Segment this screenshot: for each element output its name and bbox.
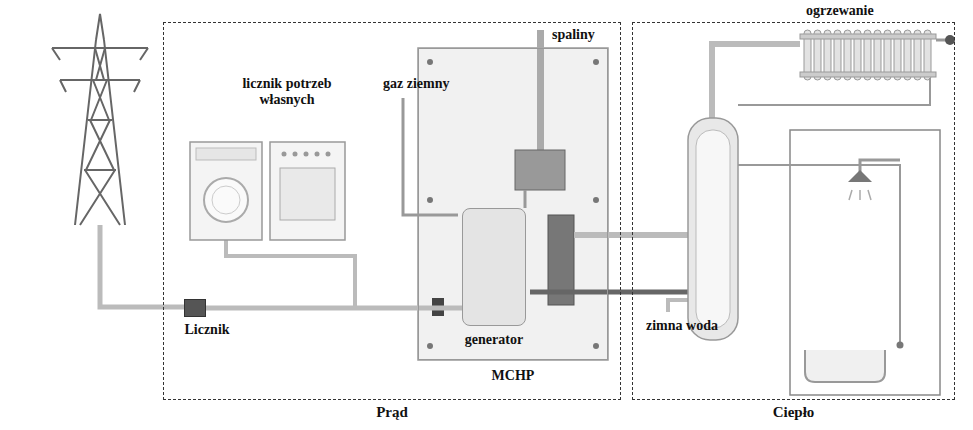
gas-label: gaz ziemny	[383, 76, 483, 92]
node-outline	[184, 299, 206, 317]
generator-box: generator	[454, 208, 534, 352]
shower	[738, 130, 940, 395]
power-pylon	[52, 14, 148, 225]
heating-label: ogrzewanie	[806, 3, 926, 19]
storage-tank	[688, 44, 800, 340]
node-label-row: Prąd	[163, 403, 621, 421]
radiator	[738, 30, 955, 105]
grid-line	[100, 225, 186, 307]
node-label: Ciepło	[773, 404, 815, 421]
node-outline	[632, 22, 955, 400]
node-label: generator	[465, 331, 523, 348]
appliance-meter-label: licznik potrzeb własnych	[222, 76, 352, 108]
node-label-row: Licznik	[176, 320, 238, 338]
electricity-meter: Licznik	[176, 297, 238, 341]
appliances	[190, 142, 355, 307]
return-pipe	[530, 290, 690, 295]
mchp-unit: MCHP generator	[418, 48, 608, 388]
node-label-row: generator	[454, 330, 534, 348]
cold-water-label: zimna woda	[646, 318, 746, 334]
exhaust-label: spaliny	[552, 27, 618, 43]
node-label: Licznik	[184, 321, 229, 338]
power-line-path	[206, 306, 462, 311]
node-label-row: Ciepło	[632, 403, 955, 421]
region-heat: Ciepło	[632, 22, 955, 424]
node-label: MCHP	[492, 367, 535, 384]
node-label: Prąd	[376, 404, 408, 421]
node-label-row: MCHP	[418, 366, 608, 384]
cold-water-pipe	[668, 300, 690, 312]
power-line	[206, 308, 462, 309]
node-outline	[462, 208, 526, 326]
